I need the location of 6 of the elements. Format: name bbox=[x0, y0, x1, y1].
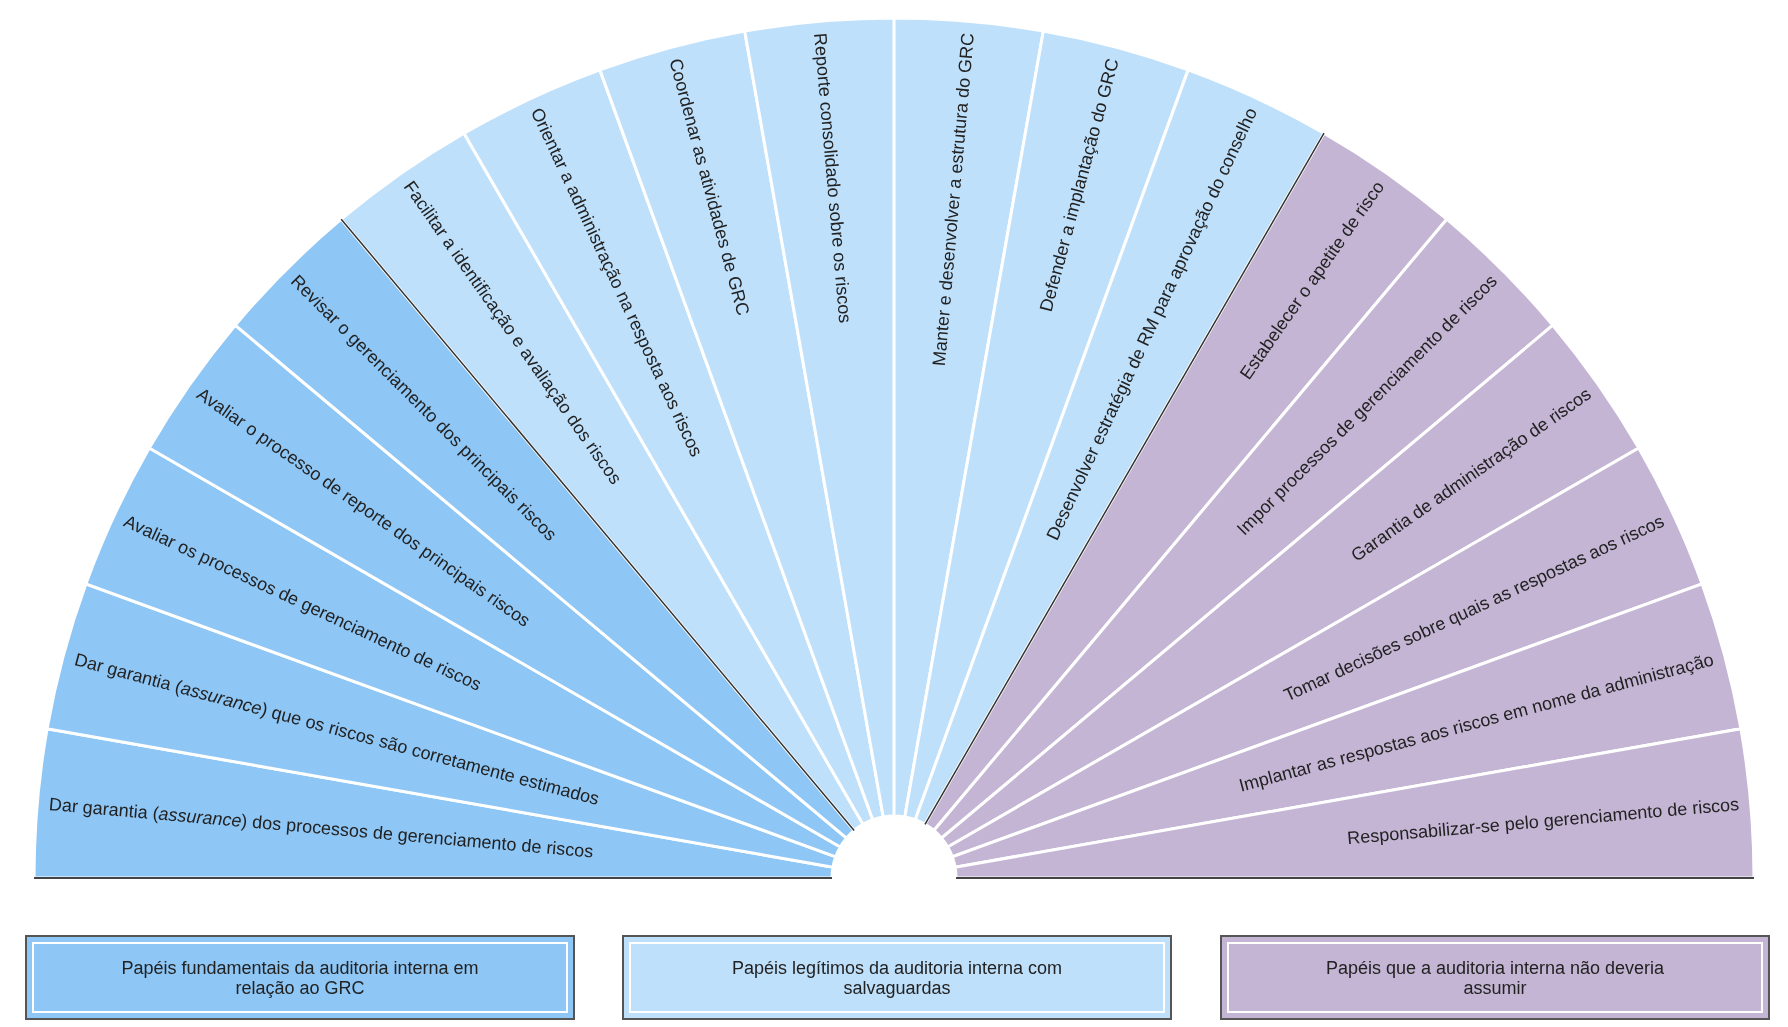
role-label: Responsabilizar-se pelo gerenciamento de riscos bbox=[1346, 793, 1740, 850]
role-label: Manter e desenvolver a estrutura do GRC bbox=[927, 32, 979, 368]
legend-label: Papéis que a auditoria interna não deveria assumir bbox=[1324, 957, 1666, 998]
legend-label: Papéis fundamentais da auditoria interna em relação ao GRC bbox=[120, 957, 480, 998]
legend-label: Papéis legítimos da auditoria interna com salvaguardas bbox=[730, 957, 1064, 998]
role-label: Reporte consolidado sobre os riscos bbox=[809, 32, 857, 325]
